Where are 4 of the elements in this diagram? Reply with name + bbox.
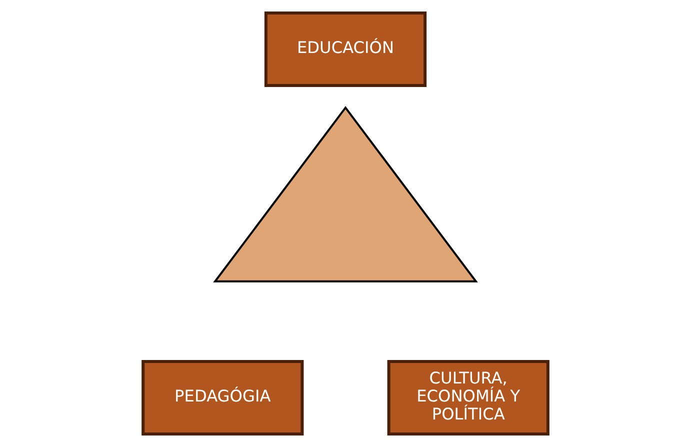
node-box: EDUCACIÓN bbox=[264, 11, 426, 87]
node-box: CULTURA, ECONOMÍA Y POLÍTICA bbox=[386, 359, 549, 435]
node-triangle bbox=[212, 106, 478, 282]
node-box: PEDAGÓGIA bbox=[141, 359, 304, 435]
